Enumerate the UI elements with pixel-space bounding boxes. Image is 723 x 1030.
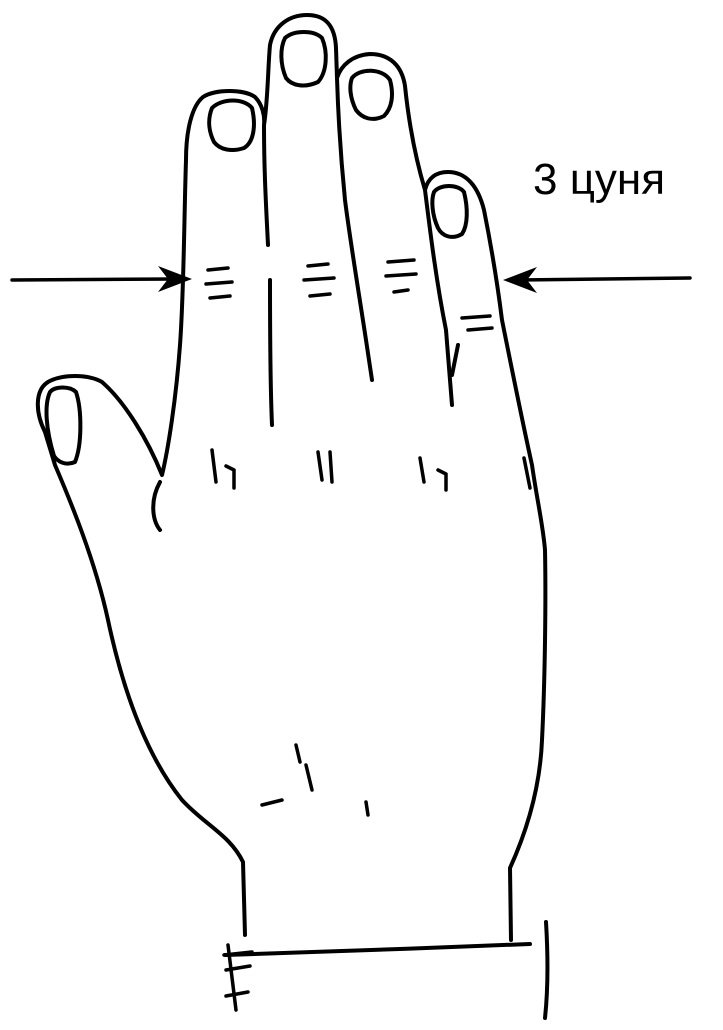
little-fingernail: [432, 186, 466, 237]
measurement-label: 3 цуня: [533, 150, 665, 210]
thumb-nail: [47, 388, 81, 464]
thumb-web-line: [153, 482, 160, 530]
middle-fingernail: [281, 32, 325, 85]
wrist-line: [225, 944, 530, 955]
wrist-right-mark: [545, 922, 547, 1018]
middle-ring-separation: [337, 78, 372, 380]
hand-outline: [38, 15, 546, 940]
right-measurement-arrow: [503, 267, 690, 293]
index-middle-separation: [264, 125, 272, 425]
knuckle-creases: [206, 260, 530, 490]
little-finger-inner-line: [452, 345, 458, 375]
hand-back-marks: [262, 745, 368, 815]
ring-little-separation: [425, 190, 452, 405]
ring-fingernail: [350, 71, 392, 119]
left-measurement-arrow: [12, 266, 192, 292]
index-fingernail: [209, 101, 254, 151]
